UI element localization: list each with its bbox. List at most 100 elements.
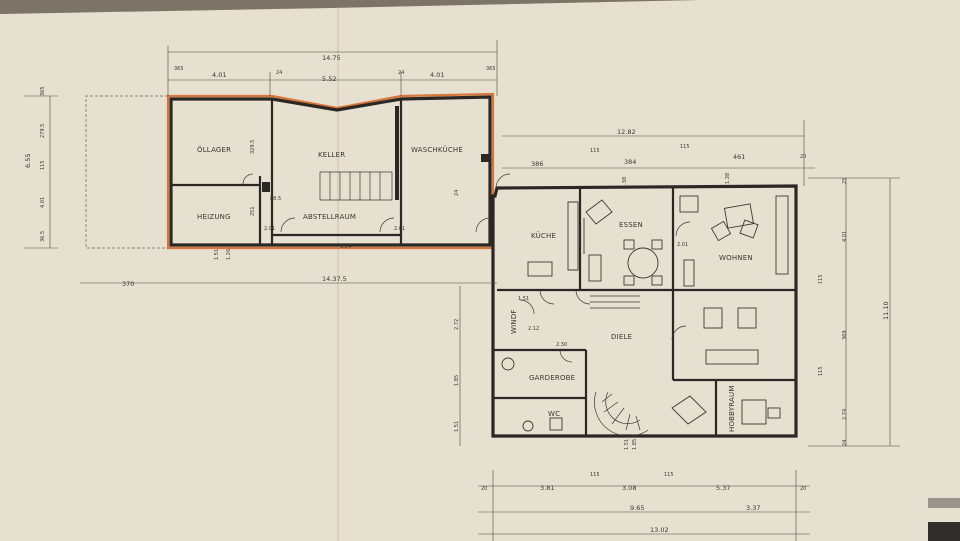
dim-ceil-a: 251 bbox=[250, 206, 256, 216]
ground-interior-walls bbox=[493, 188, 796, 436]
dim-left-e: 36.5 bbox=[40, 231, 46, 242]
dim-right-e: 115 bbox=[818, 366, 824, 376]
diele-stair bbox=[590, 295, 640, 309]
room-waschkueche: WASCHKÜCHE bbox=[411, 145, 463, 154]
hobby-table bbox=[671, 395, 707, 425]
dim-top-total: 14.75 bbox=[322, 54, 341, 62]
living-armchair bbox=[679, 195, 699, 213]
dim-ceil-c: 1.24 bbox=[340, 244, 351, 250]
dim-bot-c: 115 bbox=[590, 472, 600, 478]
dim-right-a: 25 bbox=[842, 178, 848, 184]
dim-win-e: 2.01 bbox=[677, 242, 688, 248]
dim-top-c: 4.01 bbox=[430, 71, 444, 79]
dim-right-total: 11.10 bbox=[882, 301, 890, 320]
hobby-desk bbox=[741, 399, 767, 425]
armchair-1 bbox=[585, 199, 613, 225]
dim-stair-e: 1.85 bbox=[632, 439, 638, 450]
dim-bot-d: 3.08 bbox=[622, 484, 636, 492]
basement-interior-walls bbox=[171, 99, 403, 245]
dim-top-right: 365 bbox=[486, 66, 496, 72]
dim-mid-right: 20 bbox=[800, 154, 806, 160]
dim-bot-b: 3.81 bbox=[540, 484, 554, 492]
room-kueche: KÜCHE bbox=[531, 231, 556, 240]
dim-right-f: 2.74 bbox=[842, 409, 848, 420]
tab-marker-1 bbox=[928, 498, 960, 508]
dim-left-b: 279.5 bbox=[40, 124, 46, 138]
dim-right-b: 4.01 bbox=[842, 231, 848, 242]
kitchen-table bbox=[527, 261, 553, 277]
room-wc: WC bbox=[548, 410, 560, 418]
basement-highlight bbox=[166, 92, 495, 250]
dim-bottom-span: 14.37.5 bbox=[322, 275, 347, 283]
dim-mid-b: 384 bbox=[624, 158, 636, 166]
dim-bot-e: 115 bbox=[664, 472, 674, 478]
dim-left-c: 115 bbox=[40, 160, 46, 170]
room-diele: DIELE bbox=[611, 333, 632, 341]
dim-bot-g: 20 bbox=[800, 486, 806, 492]
dining-chair-4 bbox=[651, 275, 663, 286]
room-windf: WINDF bbox=[510, 309, 518, 334]
living-table bbox=[723, 203, 755, 229]
sofa-1 bbox=[703, 307, 723, 329]
dim-bot-a: 20 bbox=[481, 486, 487, 492]
room-wohnen: WOHNEN bbox=[719, 254, 753, 262]
dim-stair-c: 2.72 bbox=[454, 319, 460, 330]
basement-door-swings bbox=[242, 173, 491, 233]
living-chair-2 bbox=[739, 219, 759, 239]
dining-chair-2 bbox=[651, 239, 663, 250]
garderobe-circle bbox=[501, 357, 515, 371]
dining-chair-3 bbox=[623, 275, 635, 286]
paper-shadow-top bbox=[0, 0, 700, 14]
room-abstellraum: ABSTELLRAUM bbox=[303, 213, 356, 221]
dim-door-c: 2.01 bbox=[394, 226, 405, 232]
hobby-chair bbox=[767, 407, 781, 419]
basement-plan: ÖLLAGER KELLER WASCHKÜCHE HEIZUNG ABSTEL… bbox=[85, 92, 495, 250]
room-oellager: ÖLLAGER bbox=[197, 145, 231, 154]
dining-table bbox=[627, 247, 659, 279]
dim-stair-d: 1.51 bbox=[624, 439, 630, 450]
ground-door-swings bbox=[495, 173, 691, 363]
dim-top-s2: 24 bbox=[398, 70, 404, 76]
ground-floor-plan: KÜCHE ESSEN WOHNEN DIELE WINDF GARDEROBE… bbox=[491, 173, 798, 438]
dim-top-left: 365 bbox=[174, 66, 184, 72]
dimension-labels: 14.75 365 4.01 24 5.52 24 4.01 365 12.82… bbox=[24, 54, 890, 534]
terrace-dashed-outline bbox=[85, 95, 168, 249]
dim-bot-h: 9.65 bbox=[630, 504, 644, 512]
dim-left-a: 365 bbox=[40, 86, 46, 96]
dim-top-b: 5.52 bbox=[322, 75, 336, 83]
sofa-2 bbox=[737, 307, 757, 329]
dim-ceil-d: 24 bbox=[454, 190, 460, 196]
drain-symbol bbox=[481, 154, 489, 162]
dim-win-c: 1.38 bbox=[725, 173, 731, 184]
dim-left-d: 4.01 bbox=[40, 197, 46, 208]
dim-win-f: 1.38 bbox=[622, 177, 628, 188]
room-essen: ESSEN bbox=[619, 221, 643, 229]
dim-mid-c: 461 bbox=[733, 153, 745, 161]
tab-marker-2 bbox=[928, 522, 960, 541]
dim-left-total2: 370 bbox=[122, 280, 134, 288]
living-tv bbox=[683, 259, 695, 287]
dim-door-a: 88.5 bbox=[270, 196, 281, 202]
dim-mid-a: 386 bbox=[531, 160, 543, 168]
dim-right-d: 369 bbox=[842, 330, 848, 340]
dim-bot-total: 13.02 bbox=[650, 526, 669, 534]
dim-mid-s2: 115 bbox=[680, 144, 690, 150]
basement-outer-wall bbox=[169, 95, 492, 247]
dim-left-total: 6.55 bbox=[24, 154, 32, 168]
ground-outer-wall bbox=[491, 184, 798, 438]
boiler-symbol bbox=[262, 182, 270, 192]
dim-win-a: 1.51 bbox=[214, 249, 220, 260]
dim-ceil-b: 329.5 bbox=[250, 140, 256, 154]
dim-door-e: 2.30 bbox=[556, 342, 567, 348]
dim-bot-i: 3.37 bbox=[746, 504, 760, 512]
dimension-lines bbox=[24, 40, 900, 541]
sideboard-1 bbox=[588, 254, 602, 282]
dim-bot-f: 5.37 bbox=[716, 484, 730, 492]
wc-toilet bbox=[522, 420, 534, 432]
living-chair-1 bbox=[710, 220, 732, 242]
dim-mid-total: 12.82 bbox=[617, 128, 636, 136]
basement-stairs bbox=[319, 171, 393, 201]
room-heizung: HEIZUNG bbox=[197, 213, 231, 221]
